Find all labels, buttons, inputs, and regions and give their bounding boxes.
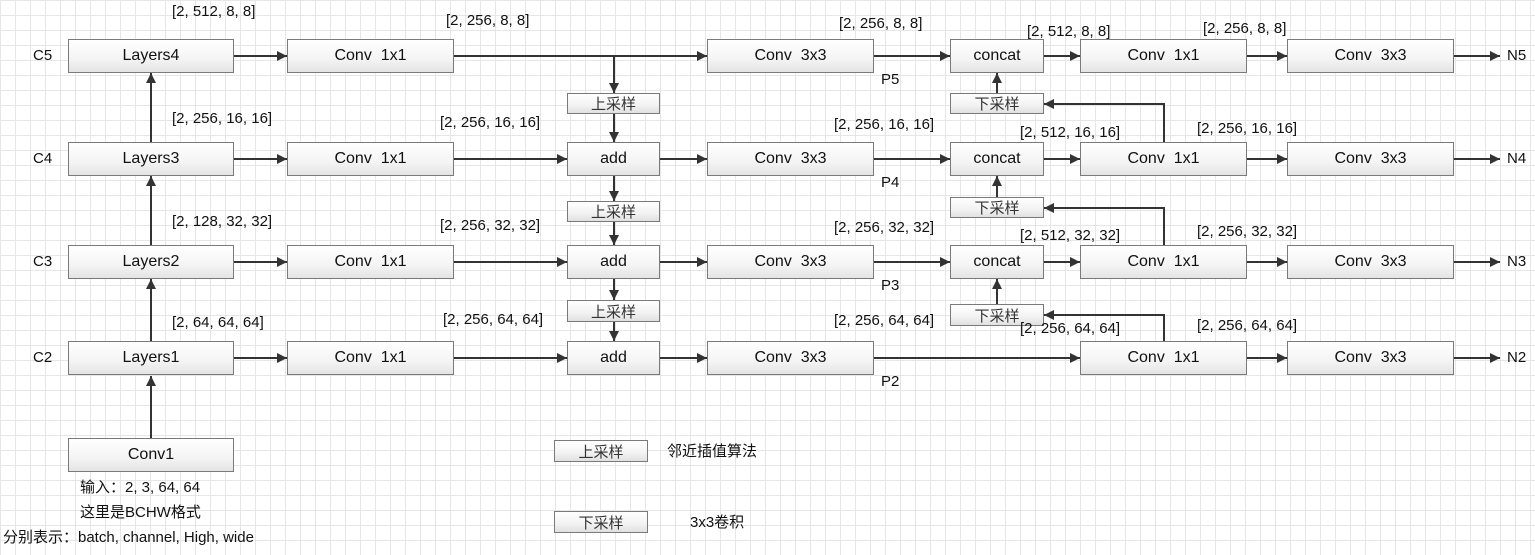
upsample-block-3: 上采样	[567, 300, 660, 322]
shape-label-layers3: [2, 256, 16, 16]	[172, 110, 273, 127]
shape-label-n4-conv: [2, 256, 16, 16]	[1197, 120, 1298, 137]
shape-label-n2-conv: [2, 256, 64, 64]	[1197, 317, 1298, 334]
shape-label-p5: [2, 256, 8, 8]	[839, 15, 923, 32]
shape-label-n2-in: [2, 256, 64, 64]	[1020, 320, 1121, 337]
downsample-block-1: 下采样	[950, 93, 1044, 114]
shape-label-n5-concat: [2, 512, 8, 8]	[1027, 23, 1111, 40]
downsample-block-3: 下采样	[950, 304, 1044, 326]
p2-conv3x3: Conv 3x3	[707, 341, 874, 375]
downsample-block-2: 下采样	[950, 197, 1044, 218]
layers4-block: Layers4	[68, 39, 234, 73]
legend-downsample-box: 下采样	[554, 511, 648, 533]
shape-label-c4-lateral: [2, 256, 16, 16]	[440, 114, 541, 131]
layers3-block: Layers3	[68, 142, 234, 176]
shape-label-layers4: [2, 512, 8, 8]	[172, 3, 256, 20]
shape-label-n3-conv: [2, 256, 32, 32]	[1197, 223, 1298, 240]
c4-lateral-conv1x1: Conv 1x1	[287, 142, 454, 176]
conv1-block: Conv1	[68, 438, 234, 472]
legend-upsample-box: 上采样	[554, 440, 648, 462]
row-label-c4: C4	[33, 150, 53, 167]
shape-label-c2-lateral: [2, 256, 64, 64]	[443, 311, 544, 328]
output-label-n2: N2	[1507, 349, 1527, 366]
shape-label-p2: [2, 256, 64, 64]	[834, 312, 935, 329]
add-block-c4: add	[567, 142, 660, 176]
concat-block-n4: concat	[950, 142, 1044, 176]
c3-lateral-conv1x1: Conv 1x1	[287, 245, 454, 279]
shape-label-n5-conv: [2, 256, 8, 8]	[1203, 20, 1287, 37]
layers1-block: Layers1	[68, 341, 234, 375]
n2-conv3x3: Conv 3x3	[1287, 341, 1454, 375]
n3-conv1x1: Conv 1x1	[1080, 245, 1247, 279]
concat-block-n3: concat	[950, 245, 1044, 279]
input-note-line3: 分别表示：batch, channel, High, wide	[3, 529, 254, 546]
c5-lateral-conv1x1: Conv 1x1	[287, 39, 454, 73]
shape-label-n3-concat: [2, 512, 32, 32]	[1020, 227, 1121, 244]
n3-conv3x3: Conv 3x3	[1287, 245, 1454, 279]
row-label-c2: C2	[33, 349, 53, 366]
p3-label: P3	[881, 277, 900, 294]
shape-label-c5-lateral: [2, 256, 8, 8]	[446, 12, 530, 29]
input-note-line2: 这里是BCHW格式	[80, 504, 201, 521]
upsample-block-2: 上采样	[567, 201, 660, 222]
n5-conv1x1: Conv 1x1	[1080, 39, 1247, 73]
output-label-n3: N3	[1507, 253, 1527, 270]
shape-label-layers2: [2, 128, 32, 32]	[172, 213, 273, 230]
output-label-n5: N5	[1507, 47, 1527, 64]
row-label-c5: C5	[33, 47, 53, 64]
p2-label: P2	[881, 373, 900, 390]
shape-label-c3-lateral: [2, 256, 32, 32]	[440, 217, 541, 234]
n2-conv1x1: Conv 1x1	[1080, 341, 1247, 375]
p5-label: P5	[881, 71, 900, 88]
p4-conv3x3: Conv 3x3	[707, 142, 874, 176]
input-note-line1: 输入：2, 3, 64, 64	[80, 479, 201, 496]
add-block-c3: add	[567, 245, 660, 279]
add-block-c2: add	[567, 341, 660, 375]
c2-lateral-conv1x1: Conv 1x1	[287, 341, 454, 375]
p5-conv3x3: Conv 3x3	[707, 39, 874, 73]
shape-label-p3: [2, 256, 32, 32]	[834, 219, 935, 236]
concat-block-n5: concat	[950, 39, 1044, 73]
n5-conv3x3: Conv 3x3	[1287, 39, 1454, 73]
shape-label-p4: [2, 256, 16, 16]	[834, 116, 935, 133]
row-label-c3: C3	[33, 253, 53, 270]
upsample-block-1: 上采样	[567, 93, 660, 114]
shape-label-n4-concat: [2, 512, 16, 16]	[1020, 124, 1121, 141]
n4-conv3x3: Conv 3x3	[1287, 142, 1454, 176]
n4-conv1x1: Conv 1x1	[1080, 142, 1247, 176]
legend-downsample-desc: 3x3卷积	[690, 514, 745, 531]
p4-label: P4	[881, 174, 900, 191]
legend-upsample-desc: 邻近插值算法	[667, 443, 758, 460]
p3-conv3x3: Conv 3x3	[707, 245, 874, 279]
output-label-n4: N4	[1507, 150, 1527, 167]
shape-label-layers1: [2, 64, 64, 64]	[172, 314, 264, 331]
layers2-block: Layers2	[68, 245, 234, 279]
